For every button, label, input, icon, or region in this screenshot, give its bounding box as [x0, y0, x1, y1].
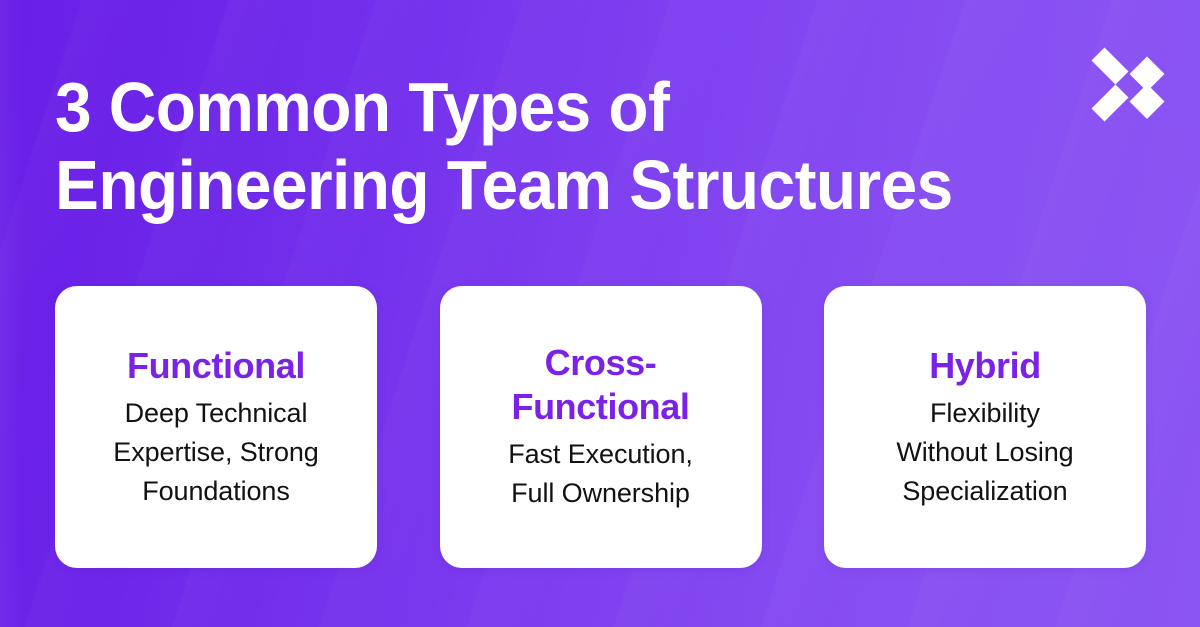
card-description: Deep Technical Expertise, Strong Foundat…	[113, 397, 319, 506]
card-hybrid[interactable]: Hybrid Flexibility Without Losing Specia…	[824, 286, 1146, 568]
structure-cards-row: Functional Deep Technical Expertise, Str…	[55, 286, 1146, 568]
card-description: Fast Execution, Full Ownership	[508, 439, 693, 508]
card-description: Flexibility Without Losing Specializatio…	[896, 397, 1074, 506]
card-title: Hybrid	[929, 344, 1041, 386]
card-title: Functional	[127, 344, 305, 386]
page-title: 3 Common Types of Engineering Team Struc…	[55, 68, 953, 224]
card-title: Cross- Functional	[511, 342, 690, 427]
card-functional[interactable]: Functional Deep Technical Expertise, Str…	[55, 286, 377, 568]
brand-logo[interactable]	[1084, 44, 1168, 126]
card-cross-functional[interactable]: Cross- Functional Fast Execution, Full O…	[439, 286, 762, 568]
